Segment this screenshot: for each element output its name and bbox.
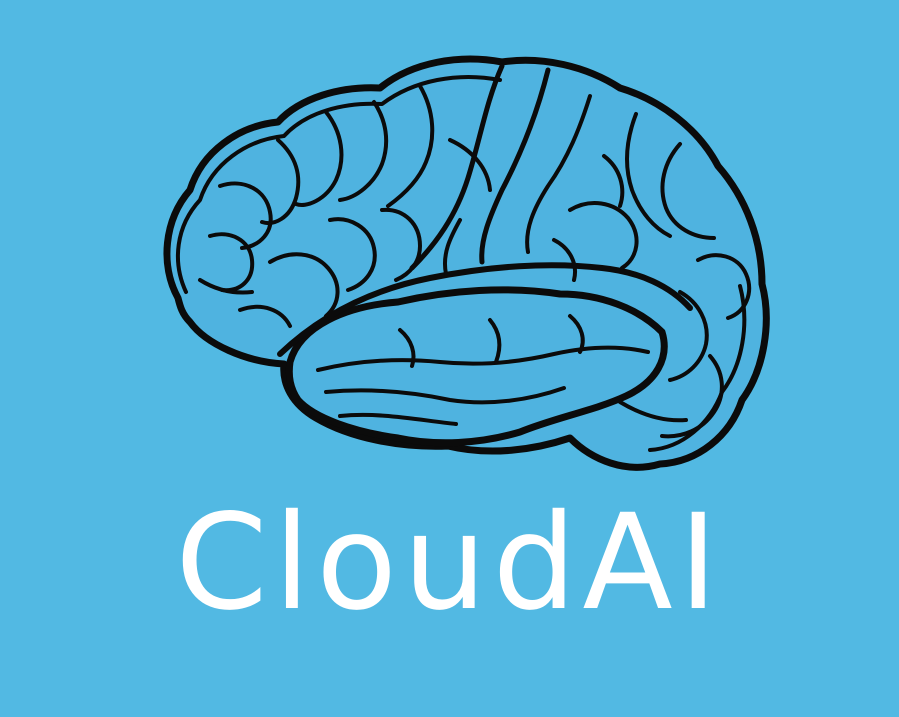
brand-name: CloudAI	[175, 486, 724, 640]
brain-icon	[163, 55, 770, 471]
temporal-lobe	[285, 286, 668, 447]
